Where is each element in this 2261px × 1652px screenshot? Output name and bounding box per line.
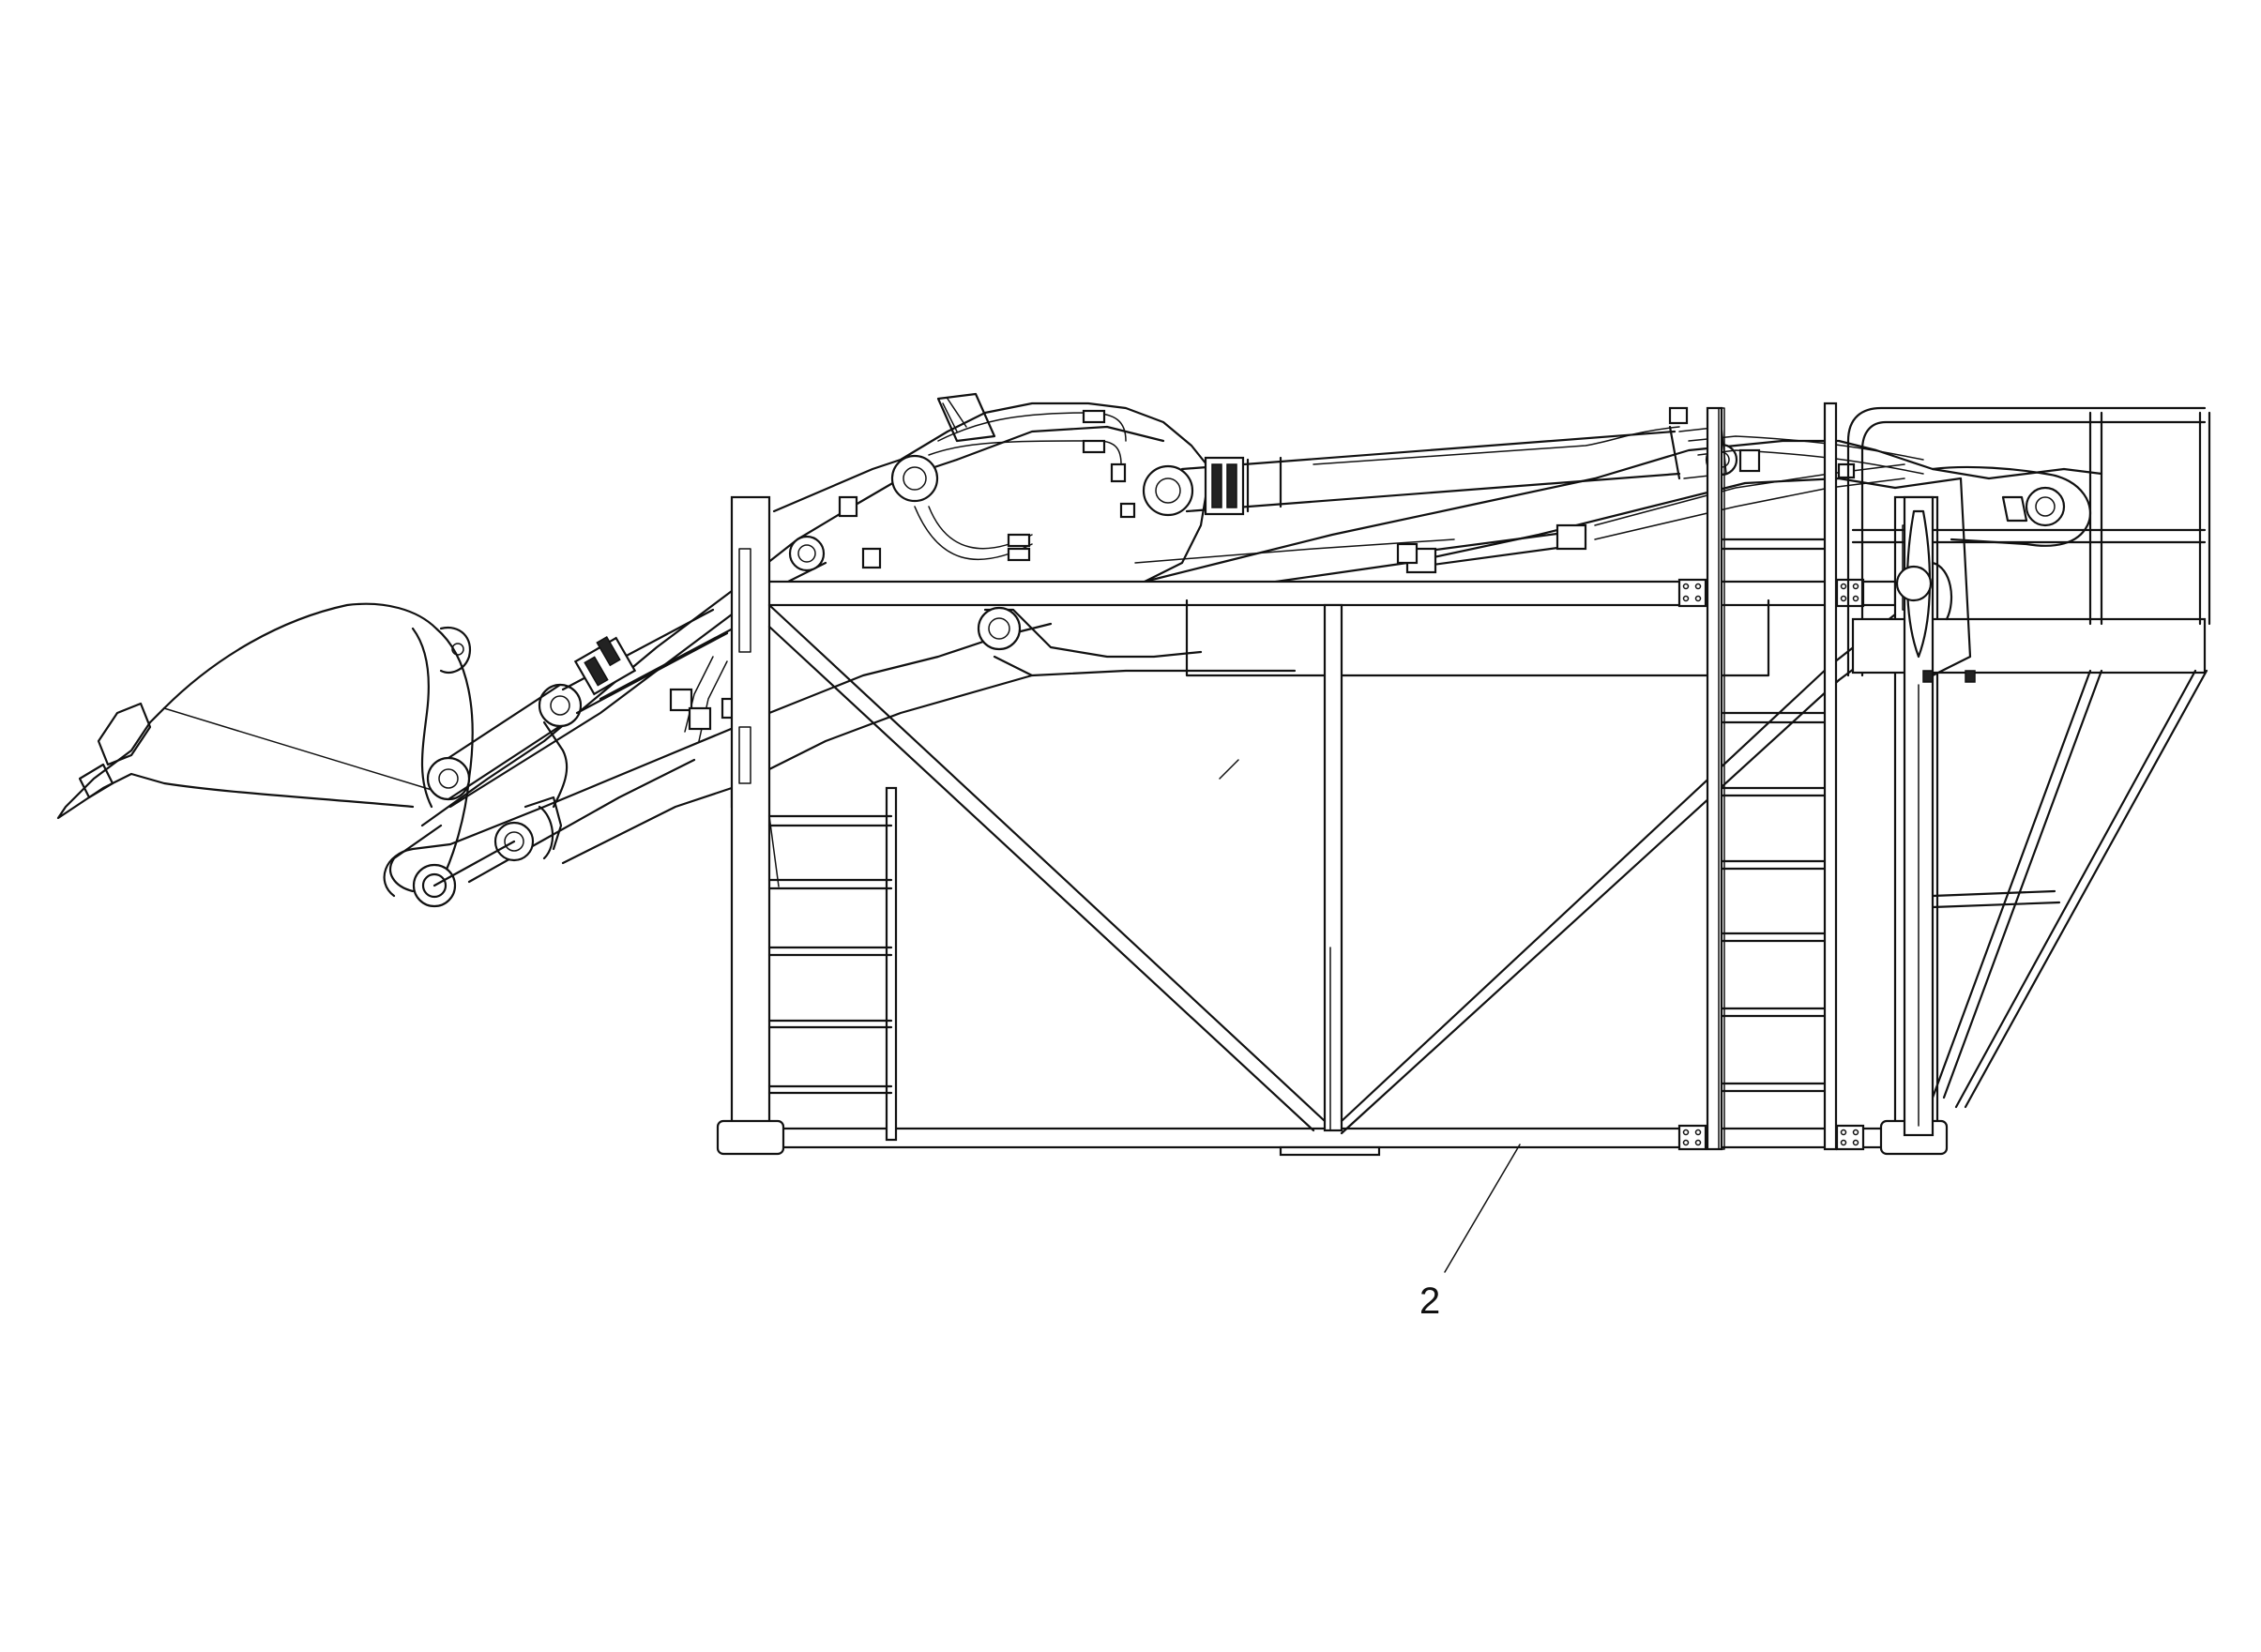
bucket-cylinder: [561, 608, 752, 715]
right-ladder: [1720, 402, 1838, 1151]
stick: [383, 458, 1053, 898]
boom-lug: [936, 392, 1239, 780]
boom: [561, 402, 2103, 865]
bucket-linkage: [412, 683, 583, 908]
boom-cylinder: [1405, 523, 1587, 574]
callout-2: 2: [1419, 1144, 1521, 1322]
boom-tip-pins: [788, 443, 1738, 651]
hydraulic-hoses: [684, 398, 1924, 887]
excavator-arm-assembly: [56, 392, 2103, 908]
left-ladder: [767, 786, 898, 1142]
callout-label: 2: [1419, 1281, 1440, 1322]
stick-cylinder: [1180, 425, 1727, 516]
platform-guardrail: [1846, 406, 2211, 1137]
bucket: [56, 602, 474, 893]
transport-frame: [716, 406, 1949, 1157]
callout-leader-line: [1444, 1144, 1521, 1273]
